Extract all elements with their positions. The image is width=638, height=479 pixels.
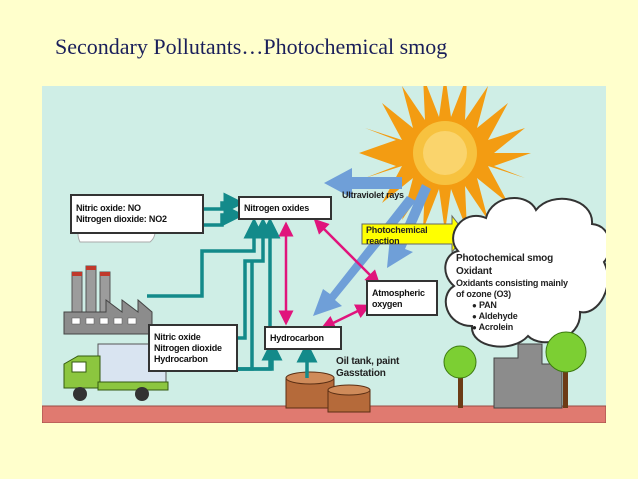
ultraviolet-rays-label: Ultraviolet rays (342, 190, 404, 200)
smog-text: Photochemical smog Oxidant Oxidants cons… (456, 253, 568, 333)
smog-title: Photochemical smog (456, 253, 553, 264)
trees-icon (443, 331, 587, 408)
smog-item: ● PAN (472, 300, 497, 310)
truck-icon (63, 343, 169, 401)
smog-item: ● Aldehyde (472, 311, 518, 321)
buildings-icon (493, 343, 563, 409)
oil-tank-line-2: Gasstation (336, 368, 386, 379)
smog-desc-1: Oxidants consisting mainly (456, 278, 568, 288)
oil-tank-line-1: Oil tank, paint (336, 356, 400, 367)
oil-tank-label: Oil tank, paint Gasstation (336, 356, 399, 380)
photochemical-line-1: Photochemical (366, 225, 428, 235)
vehicle-emissions-box: Nitric oxide Nitrogen dioxide Hydrocarbo… (148, 324, 238, 372)
oil-tank-icon (285, 371, 371, 413)
nitrogen-oxides-box: Nitrogen oxides (238, 196, 332, 220)
vehicle-line-2: Nitrogen dioxide (154, 343, 222, 353)
atmospheric-oxygen-box: Atmospheric oxygen (366, 280, 438, 316)
diagram-panel: Nitric oxide: NO Nitrogen dioxide: NO2 N… (42, 86, 606, 423)
smog-subtitle: Oxidant (456, 266, 492, 277)
smog-cloud (444, 197, 606, 348)
source-line-2: Nitrogen dioxide: NO2 (76, 214, 167, 224)
vehicle-line-3: Hydrocarbon (154, 354, 208, 364)
smog-item: ● Acrolein (472, 322, 514, 332)
pink-arrows (278, 218, 381, 330)
ground (42, 405, 606, 423)
photochemical-reaction-label: Photochemical reaction (366, 225, 428, 247)
sun-icon (359, 86, 531, 232)
source-box: Nitric oxide: NO Nitrogen dioxide: NO2 (70, 194, 204, 234)
vehicle-line-1: Nitric oxide (154, 332, 201, 342)
slide-title: Secondary Pollutants…Photochemical smog (55, 34, 448, 59)
diagram-graphics (42, 86, 606, 423)
oxygen-line-2: oxygen (372, 299, 403, 309)
source-line-1: Nitric oxide: NO (76, 203, 141, 213)
hydrocarbon-box: Hydrocarbon (264, 326, 342, 350)
photochemical-line-2: reaction (366, 236, 400, 246)
smog-desc-2: of ozone (O3) (456, 289, 511, 299)
oxygen-line-1: Atmospheric (372, 288, 425, 298)
